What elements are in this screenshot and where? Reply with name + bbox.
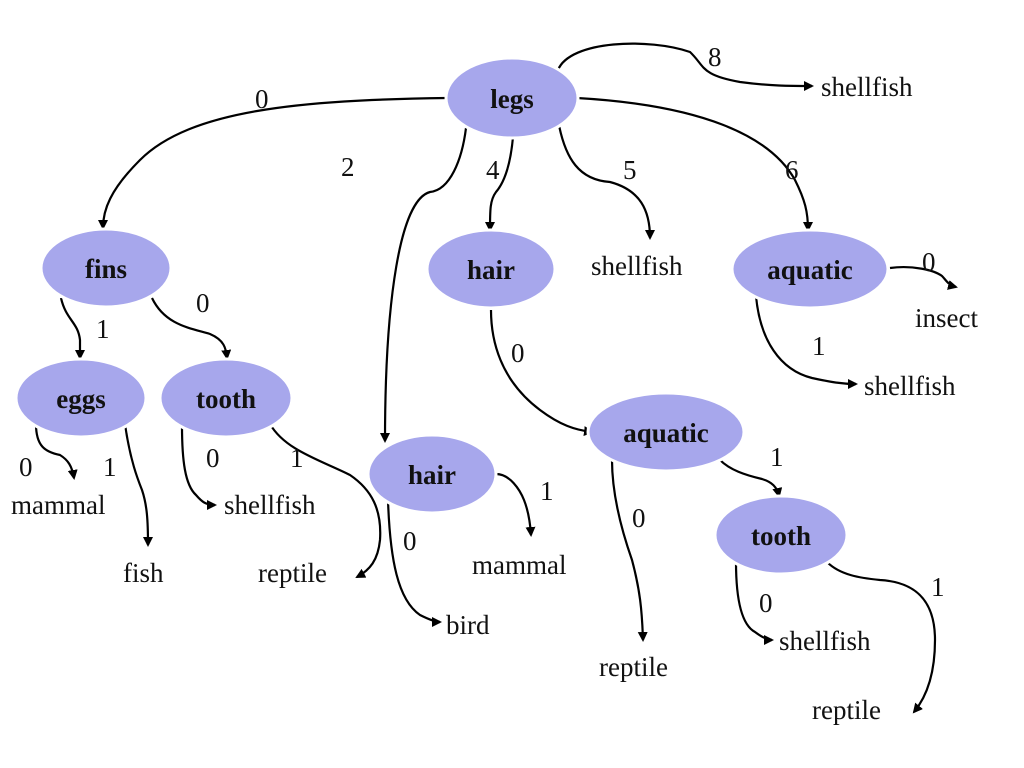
edge-label-legs-0: 0: [255, 84, 269, 114]
edge-label-aquatic-a-0: 0: [922, 247, 936, 277]
edge-legs-4: [485, 136, 515, 232]
edge-legs-6: [576, 96, 813, 232]
node-label: hair: [467, 255, 515, 285]
edge-label-tooth-a-1: 1: [290, 443, 304, 473]
leaf-eggs-0: mammal: [11, 490, 105, 520]
edge-label-legs-2: 2: [341, 152, 355, 182]
edge-tooth-b-1: [826, 561, 937, 714]
edge-label-legs-5: 5: [623, 155, 637, 185]
edge-label-aquatic-a-1: 1: [812, 331, 826, 361]
leaf-hair-b-0: bird: [446, 610, 490, 640]
node-legs: legs: [444, 56, 580, 140]
node-tooth-left: tooth: [158, 357, 294, 439]
edge-label-hair-b-1: 1: [540, 476, 554, 506]
edge-label-tooth-b-0: 0: [759, 588, 773, 618]
node-label: hair: [408, 460, 456, 490]
node-hair-top: hair: [425, 228, 557, 310]
edge-label-fins-1: 1: [96, 314, 110, 344]
edge-aquatic-b-1: [719, 459, 783, 498]
edge-legs-8: [556, 42, 814, 91]
node-aquatic-top: aquatic: [730, 228, 890, 310]
leaf-tooth-a-0: shellfish: [224, 490, 316, 520]
edge-hair-a-0: [489, 309, 594, 437]
leaf-aquatic-b-0: reptile: [599, 652, 668, 682]
edge-hair-b-0: [386, 499, 442, 627]
node-label: aquatic: [767, 255, 853, 285]
edge-aquatic-b-0: [610, 459, 648, 642]
node-eggs: eggs: [14, 357, 148, 439]
leaf-aquatic-a-1: shellfish: [864, 371, 956, 401]
leaf-aquatic-a-0: insect: [915, 303, 978, 333]
edge-label-tooth-a-0: 0: [206, 443, 220, 473]
edge-tooth-a-1: [269, 423, 382, 578]
node-label: tooth: [751, 521, 811, 551]
edge-fins-0: [151, 297, 232, 360]
leaf-tooth-a-1: reptile: [258, 558, 327, 588]
edge-label-hair-a-0: 0: [511, 338, 525, 368]
edge-eggs-1: [123, 423, 153, 547]
edge-label-hair-b-0: 0: [403, 526, 417, 556]
node-fins: fins: [39, 227, 173, 309]
leaf-eggs-1: fish: [123, 558, 164, 588]
edge-label-legs-4: 4: [486, 155, 500, 185]
node-aquatic-middle: aquatic: [586, 391, 746, 473]
node-hair-middle: hair: [366, 433, 498, 515]
edge-tooth-b-0: [734, 561, 774, 645]
edge-tooth-a-0: [180, 425, 217, 510]
edge-label-aquatic-b-1: 1: [770, 442, 784, 472]
edge-label-legs-6: 6: [785, 155, 799, 185]
edge-hair-b-1: [495, 472, 536, 537]
edge-label-aquatic-b-0: 0: [632, 503, 646, 533]
node-tooth-right: tooth: [713, 494, 849, 576]
edges: [34, 42, 958, 714]
node-label: fins: [85, 254, 127, 284]
leaf-hair-b-1: mammal: [472, 550, 566, 580]
node-label: legs: [490, 84, 534, 114]
leaf-legs-8: shellfish: [821, 72, 913, 102]
edge-aquatic-a-0: [889, 266, 958, 290]
leaf-tooth-b-1: reptile: [812, 695, 881, 725]
edge-label-legs-8: 8: [708, 42, 722, 72]
edge-fins-1: [59, 297, 85, 360]
edge-label-fins-0: 0: [196, 288, 210, 318]
edge-aquatic-a-1: [754, 295, 858, 389]
leaf-legs-5: shellfish: [591, 251, 683, 281]
edge-eggs-0: [34, 423, 78, 480]
node-label: aquatic: [623, 418, 709, 448]
edge-legs-0: [98, 96, 448, 230]
edge-legs-5: [556, 119, 655, 240]
edge-label-eggs-0: 0: [19, 452, 33, 482]
edge-label-eggs-1: 1: [103, 452, 117, 482]
leaf-tooth-b-0: shellfish: [779, 626, 871, 656]
edge-labels: 0 2 4 5 6 8 1 0 0 0 1 0 1 0 1 1 0 0 1 0 …: [19, 42, 945, 618]
leaves: shellfish shellfish insect shellfish mam…: [11, 72, 978, 725]
node-label: tooth: [196, 384, 256, 414]
edge-label-tooth-b-1: 1: [931, 572, 945, 602]
edge-legs-2: [380, 127, 468, 443]
node-label: eggs: [56, 384, 106, 414]
